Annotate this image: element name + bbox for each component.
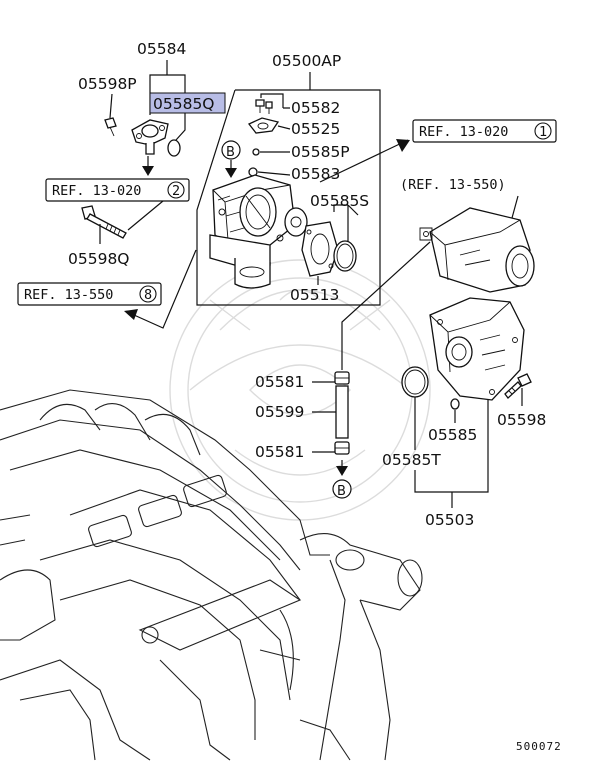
leader-line (127, 200, 164, 231)
arrow-head-left-icon (124, 309, 138, 320)
svg-text:B: B (226, 145, 235, 160)
gasket-05513-icon (301, 221, 339, 277)
marker-b-top: B (221, 140, 241, 178)
ref-box-13-020-1: REF. 13-020 1 (412, 119, 557, 143)
label-05500AP: 05500AP (272, 52, 341, 70)
label-05585: 05585 (428, 426, 477, 444)
highlight-05585Q (149, 92, 226, 114)
leader-line (257, 171, 291, 176)
thermostat-housing-group: 05584 05598P 05585Q (78, 40, 226, 176)
water-outlet-fitting-icon (131, 119, 169, 155)
label-05581-bottom: 05581 (255, 443, 304, 461)
label-05583: 05583 (291, 165, 340, 183)
label-05581-top: 05581 (255, 373, 304, 391)
label-05503: 05503 (425, 511, 474, 529)
ref-13-550-num: 8 (144, 287, 152, 303)
label-05584: 05584 (137, 40, 186, 58)
marker-b-bottom: B (332, 479, 352, 499)
gasket-05525-icon (247, 117, 280, 134)
label-05513: 05513 (290, 286, 339, 304)
bolt-05598P-icon (104, 117, 117, 137)
arrow-head-down-icon (336, 466, 348, 476)
hose-clamp-05581-bottom-icon (334, 441, 350, 455)
label-05598Q: 05598Q (68, 250, 130, 268)
leader-line (414, 400, 489, 508)
o-ring-05585Q-icon (167, 139, 181, 157)
hose-05599-icon (335, 385, 349, 439)
water-inlet-housing-icon (429, 297, 525, 401)
hose-clamp-05581-top-icon (334, 371, 350, 385)
bolt-05598Q-icon (81, 205, 127, 239)
ref-13-020-num: 2 (172, 183, 180, 199)
ref-box-13-020-2: REF. 13-020 2 (45, 178, 190, 202)
leader-line (511, 195, 519, 219)
arrow-head-down-icon (225, 168, 237, 178)
o-ring-05585-icon (450, 398, 460, 410)
diagram-number: 500072 (516, 740, 562, 753)
water-pipe-assembly-icon (419, 207, 535, 293)
o-ring-05585S-icon (333, 240, 357, 272)
engine-block-illustration (0, 389, 423, 761)
assembly-box-outline (196, 89, 381, 306)
leader-line (277, 125, 291, 130)
ref-box-13-550-8: REF. 13-550 8 (17, 282, 162, 306)
ref-13-020-num: 1 (539, 124, 547, 140)
label-05582: 05582 (291, 99, 340, 117)
label-05599: 05599 (255, 403, 304, 421)
arrow-head-up-right-icon (396, 139, 410, 152)
o-ring-05585T-icon (401, 366, 429, 398)
ref-13-020-text: REF. 13-020 (419, 124, 508, 140)
ref-13-020-text: REF. 13-020 (52, 183, 141, 199)
label-05585S: 05585S (310, 192, 369, 210)
leader-line (341, 241, 431, 370)
label-05585Q: 05585Q (153, 95, 215, 113)
ref-13-550-text: REF. 13-550 (24, 287, 113, 303)
label-05585T: 05585T (382, 451, 441, 469)
label-05585P: 05585P (291, 143, 350, 161)
label-05598P: 05598P (78, 75, 137, 93)
label-05525: 05525 (291, 120, 340, 138)
label-05598: 05598 (497, 411, 546, 429)
leader-line (260, 93, 290, 109)
screw-05582-icon (255, 99, 273, 114)
svg-text:B: B (337, 484, 346, 499)
ref-13-550-paren: (REF. 13-550) (400, 177, 506, 193)
o-ring-05585P-icon (252, 148, 260, 156)
arrow-head-down-icon (142, 166, 154, 176)
leader-line (133, 249, 197, 329)
leader-line (333, 204, 359, 242)
bolt-05598-icon (504, 373, 532, 399)
throttle-body-icon (209, 174, 308, 289)
leader-line (319, 139, 409, 183)
